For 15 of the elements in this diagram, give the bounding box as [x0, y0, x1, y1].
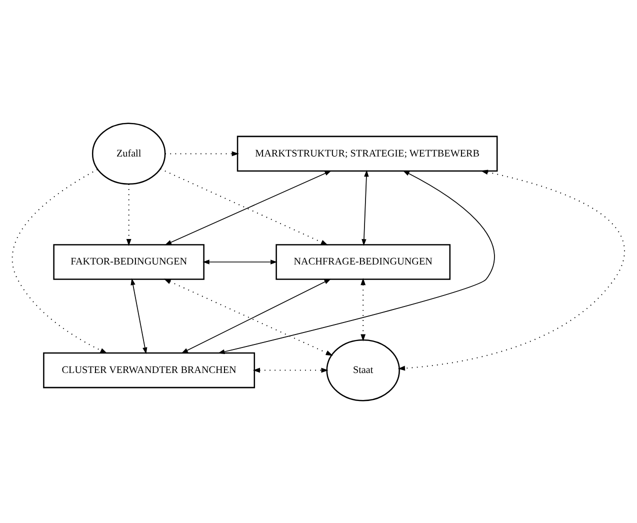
arrow	[126, 184, 132, 246]
arrow	[398, 169, 625, 370]
node-ellipse: Zufall	[92, 122, 166, 184]
arrow	[130, 278, 148, 354]
node-box: CLUSTER VERWANDTER BRANCHEN	[43, 352, 256, 388]
arrow	[252, 367, 328, 372]
arrow	[165, 150, 239, 156]
node-box: NACHFRAGE-BEDINGUNGEN	[276, 244, 451, 280]
arrow	[202, 259, 278, 264]
arrow	[360, 277, 366, 341]
node-box: FAKTOR-BEDINGUNGEN	[53, 244, 204, 280]
arrow	[218, 170, 495, 354]
node-box: MARKTSTRUKTUR; STRATEGIE; WETTBEWERB	[236, 135, 498, 172]
arrow	[362, 169, 369, 246]
arrow	[12, 168, 108, 354]
